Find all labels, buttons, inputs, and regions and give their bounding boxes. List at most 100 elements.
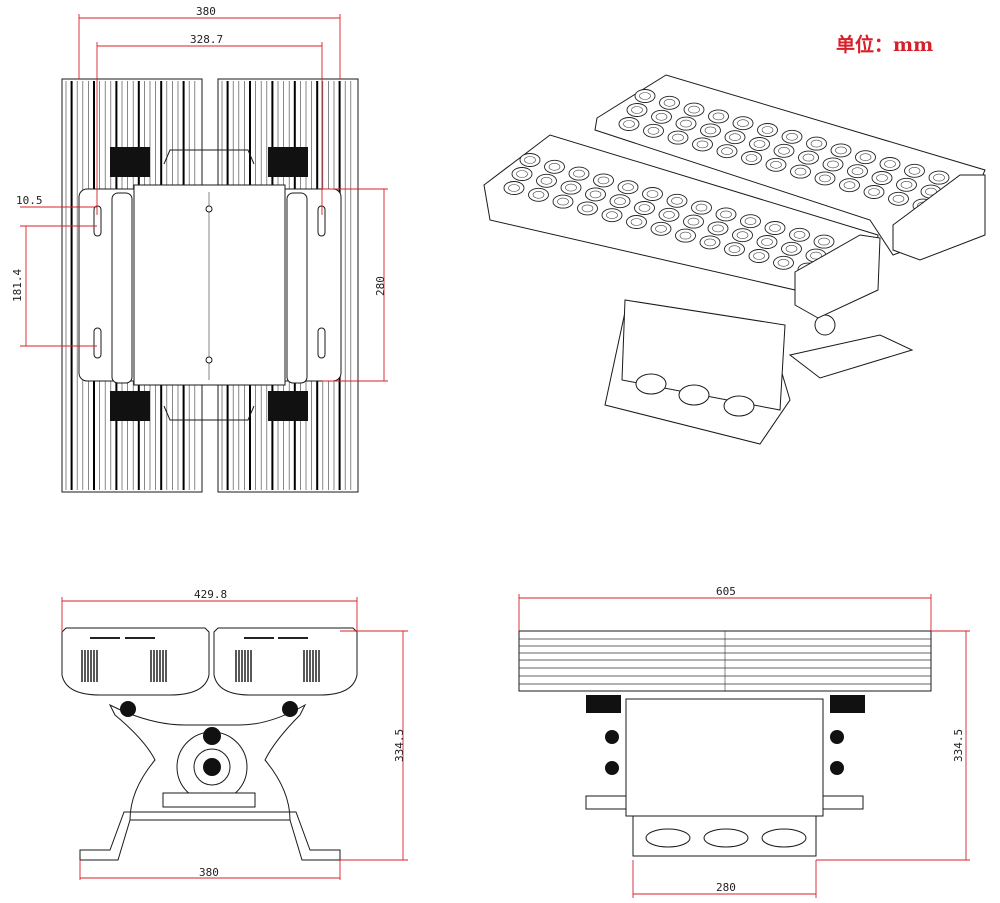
knob [110, 391, 150, 421]
front-view: 605 334.5 280 [518, 585, 970, 898]
led-lens [732, 116, 754, 131]
led-lens [740, 214, 761, 229]
led-lens [781, 241, 802, 256]
top-view: 380 328.7 10.5 181.4 280 [11, 5, 388, 493]
led-lens [789, 227, 810, 242]
slot [317, 205, 326, 237]
led-lens [896, 177, 917, 192]
led-lens [609, 194, 631, 209]
knob [830, 695, 865, 713]
led-lens [707, 221, 729, 236]
led-lens [659, 95, 680, 110]
led-lens [888, 191, 909, 206]
led-lens [773, 255, 794, 270]
led-lens [798, 150, 819, 165]
led-lens [552, 194, 574, 209]
led-lens [757, 123, 778, 137]
led-lens [732, 228, 753, 243]
led-lens [715, 207, 737, 222]
led-lens [904, 163, 925, 178]
led-lens [716, 144, 738, 159]
led-lens [519, 153, 541, 167]
led-lens [773, 143, 795, 158]
led-lens [658, 207, 680, 222]
led-lens [650, 221, 672, 236]
led-lens [691, 200, 712, 215]
knob [268, 147, 308, 177]
led-lens [928, 170, 950, 185]
led-lens [560, 180, 582, 195]
led-lens [667, 130, 689, 145]
dim-bracket-width: 280 [716, 881, 736, 894]
led-lens [830, 143, 852, 158]
led-lens [879, 157, 901, 171]
led-lens [568, 166, 590, 181]
slot [93, 205, 102, 237]
dim-width-overall: 380 [196, 5, 216, 18]
led-lens [528, 187, 549, 202]
dim-offset: 10.5 [16, 194, 43, 207]
side-view: 429.8 334.5 380 [61, 588, 408, 880]
led-lens [724, 130, 746, 145]
led-lens [748, 249, 770, 263]
led-lens [675, 228, 696, 243]
front-bracket [625, 698, 824, 817]
dim-side-height: 334.5 [393, 729, 406, 762]
unit-label: 单位：mm [836, 33, 933, 56]
led-lens [813, 234, 835, 249]
left-head-profile [61, 627, 210, 696]
led-lens [536, 173, 557, 188]
led-lens [577, 201, 598, 216]
dim-plate-height: 280 [374, 276, 387, 296]
center-bracket [133, 184, 286, 386]
base-profile [79, 811, 341, 861]
rear-light-head [594, 74, 986, 261]
led-lens [814, 171, 836, 186]
slot [93, 327, 102, 359]
dim-width-inner: 328.7 [190, 33, 223, 46]
led-lens [511, 167, 533, 181]
led-lens [847, 164, 868, 179]
led-lens [756, 235, 778, 249]
led-lens [724, 242, 745, 257]
led-lens [666, 193, 688, 208]
led-lens [618, 117, 640, 131]
isometric-view [483, 74, 986, 445]
led-lens [700, 123, 721, 138]
led-lens [675, 116, 697, 131]
dim-length: 605 [716, 585, 736, 598]
led-lens [593, 173, 614, 188]
led-lens [749, 137, 770, 151]
led-lens [863, 185, 885, 199]
led-lens [839, 178, 860, 193]
led-lens [626, 103, 648, 117]
led-lens [626, 215, 647, 229]
led-lens [634, 201, 655, 215]
led-lens [642, 187, 663, 201]
knob [268, 391, 308, 421]
led-lens [601, 208, 623, 223]
right-head-profile [213, 627, 358, 696]
led-lens [651, 109, 672, 124]
led-lens [764, 221, 786, 235]
led-lens [790, 164, 811, 179]
led-lens [634, 89, 656, 103]
led-lens [585, 187, 606, 202]
knob [586, 695, 621, 713]
led-lens [822, 157, 844, 172]
led-lens [765, 157, 787, 172]
slot [317, 327, 326, 359]
led-lens [683, 214, 704, 229]
dim-front-height: 334.5 [952, 729, 965, 762]
knob [110, 147, 150, 177]
led-lens [806, 136, 827, 151]
led-lens [544, 159, 565, 174]
dim-slot-spacing: 181.4 [11, 269, 24, 302]
led-lens [683, 102, 705, 117]
led-lens [643, 123, 664, 138]
led-lens [781, 129, 803, 144]
led-lens [708, 109, 729, 124]
dim-heads-width: 429.8 [194, 588, 227, 601]
dim-base-width: 380 [199, 866, 219, 879]
